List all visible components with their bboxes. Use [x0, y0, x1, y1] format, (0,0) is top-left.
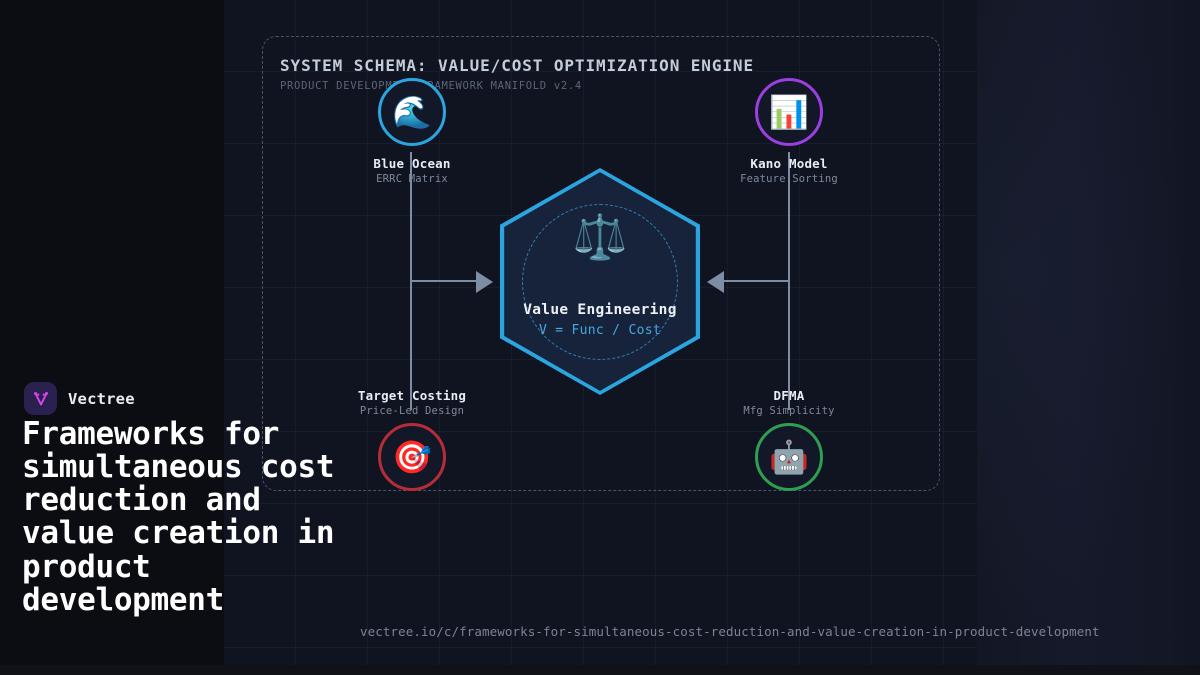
node-kano-model-subtitle: Feature Sorting — [740, 173, 838, 185]
node-dfma-subtitle: Mfg Simplicity — [743, 405, 835, 417]
bullseye-target-icon: 🎯 — [378, 423, 446, 491]
connector-kano-vertical — [788, 152, 790, 280]
core-label: Value Engineering — [523, 302, 677, 318]
bottom-accent-bar — [0, 665, 1200, 675]
node-dfma[interactable]: DFMA Mfg Simplicity 🤖 — [699, 388, 879, 491]
node-blue-ocean-subtitle: ERRC Matrix — [376, 173, 448, 185]
page-url: vectree.io/c/frameworks-for-simultaneous… — [360, 624, 1100, 639]
value-engineering-core-node[interactable]: ⚖️ Value Engineering V = Func / Cost — [500, 168, 700, 395]
balance-scales-icon: ⚖️ — [572, 212, 628, 263]
page-headline: Frameworks for simultaneous cost reducti… — [22, 416, 335, 618]
node-target-costing[interactable]: Target Costing Price-Led Design 🎯 — [322, 388, 502, 491]
brand-lockup[interactable]: Vectree — [24, 382, 135, 415]
connector-dfma-vertical — [788, 282, 790, 410]
schema-title: SYSTEM SCHEMA: VALUE/COST OPTIMIZATION E… — [280, 56, 754, 75]
right-gradient-panel — [977, 0, 1200, 675]
ocean-wave-icon: 🌊 — [378, 78, 446, 146]
vectree-logo-icon — [24, 382, 57, 415]
core-formula: V = Func / Cost — [539, 323, 661, 338]
brand-name: Vectree — [68, 389, 135, 408]
dashed-circle-decoration — [522, 203, 678, 360]
schema-frame-border — [262, 36, 940, 491]
node-target-costing-subtitle: Price-Led Design — [359, 405, 465, 417]
node-blue-ocean[interactable]: 🌊 Blue Ocean ERRC Matrix — [322, 78, 502, 185]
arrow-into-core-right — [707, 271, 724, 293]
node-kano-model[interactable]: 📊 Kano Model Feature Sorting — [699, 78, 879, 185]
bar-chart-icon: 📊 — [755, 78, 823, 146]
robot-icon: 🤖 — [755, 423, 823, 491]
node-blue-ocean-title: Blue Ocean — [373, 156, 451, 171]
arrow-into-core-left — [476, 271, 493, 293]
connector-kano-horizontal — [724, 280, 790, 282]
node-target-costing-title: Target Costing — [357, 388, 467, 403]
connector-blue-ocean-vertical — [410, 152, 412, 280]
connector-blue-ocean-horizontal — [410, 280, 476, 282]
connector-target-costing-vertical — [410, 282, 412, 410]
node-dfma-title: DFMA — [773, 388, 805, 403]
node-kano-model-title: Kano Model — [750, 156, 828, 171]
